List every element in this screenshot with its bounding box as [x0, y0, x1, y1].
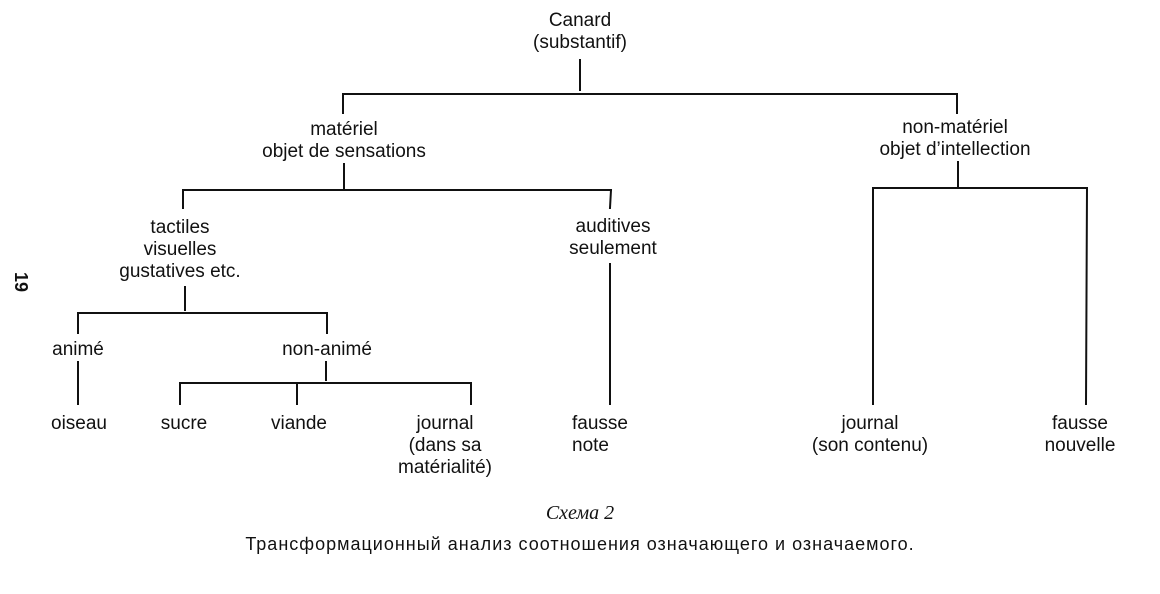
node-anime: animé — [36, 339, 120, 361]
node-canard: Canard (substantif) — [480, 10, 680, 54]
page-number: 19 — [11, 271, 31, 293]
node-viande: viande — [254, 413, 344, 435]
connector-to-auditives — [608, 188, 613, 210]
node-sucre-line1: sucre — [160, 413, 208, 434]
node-journal-contenu: journal (son contenu) — [795, 413, 945, 457]
node-materiel-line1: matériel — [310, 119, 378, 140]
node-fausse-note-line2: note — [572, 435, 609, 456]
node-materiel-line2: objet de sensations — [262, 141, 426, 162]
node-tactiles-line3: gustatives etc. — [119, 261, 241, 282]
node-journal-materialite-line2: (dans sa — [408, 435, 482, 456]
node-materiel: matériel objet de sensations — [224, 119, 464, 163]
node-fausse-note-line1: fausse — [572, 413, 628, 434]
node-oiseau-line1: oiseau — [51, 413, 107, 434]
node-oiseau: oiseau — [34, 413, 124, 435]
node-auditives: auditives seulement — [548, 216, 678, 260]
node-tactiles-line1: tactiles — [150, 217, 210, 238]
node-fausse-nouvelle: fausse nouvelle — [1025, 413, 1135, 457]
node-journal-contenu-line1: journal — [841, 413, 899, 434]
node-auditives-line2: seulement — [569, 238, 657, 259]
node-auditives-line1: auditives — [575, 216, 651, 237]
connector-to-fausse-nouvelle — [1084, 186, 1089, 406]
node-fausse-note: fausse note — [572, 413, 656, 457]
caption-title: Схема 2 — [545, 502, 615, 524]
node-journal-contenu-line2: (son contenu) — [811, 435, 929, 456]
node-fausse-nouvelle-line2: nouvelle — [1044, 435, 1116, 456]
node-sucre: sucre — [144, 413, 224, 435]
node-non-materiel-line2: objet d’intellection — [879, 139, 1031, 160]
node-journal-materialite-line1: journal — [416, 413, 474, 434]
node-anime-line1: animé — [52, 339, 104, 360]
caption-text: Трансформационный анализ соотношения озн… — [245, 534, 915, 554]
node-canard-line2: (substantif) — [533, 32, 627, 53]
node-non-materiel: non-matériel objet d’intellection — [835, 117, 1075, 161]
node-journal-materialite-line3: matérialité) — [398, 457, 492, 478]
node-journal-materialite: journal (dans sa matérialité) — [380, 413, 510, 479]
node-non-materiel-line1: non-matériel — [902, 117, 1008, 138]
node-non-anime-line1: non-animé — [282, 339, 372, 360]
node-tactiles: tactiles visuelles gustatives etc. — [95, 217, 265, 283]
node-fausse-nouvelle-line1: fausse — [1052, 413, 1108, 434]
node-canard-line1: Canard — [548, 10, 612, 31]
node-non-anime: non-animé — [262, 339, 392, 361]
node-tactiles-line2: visuelles — [143, 239, 217, 260]
node-viande-line1: viande — [271, 413, 327, 434]
